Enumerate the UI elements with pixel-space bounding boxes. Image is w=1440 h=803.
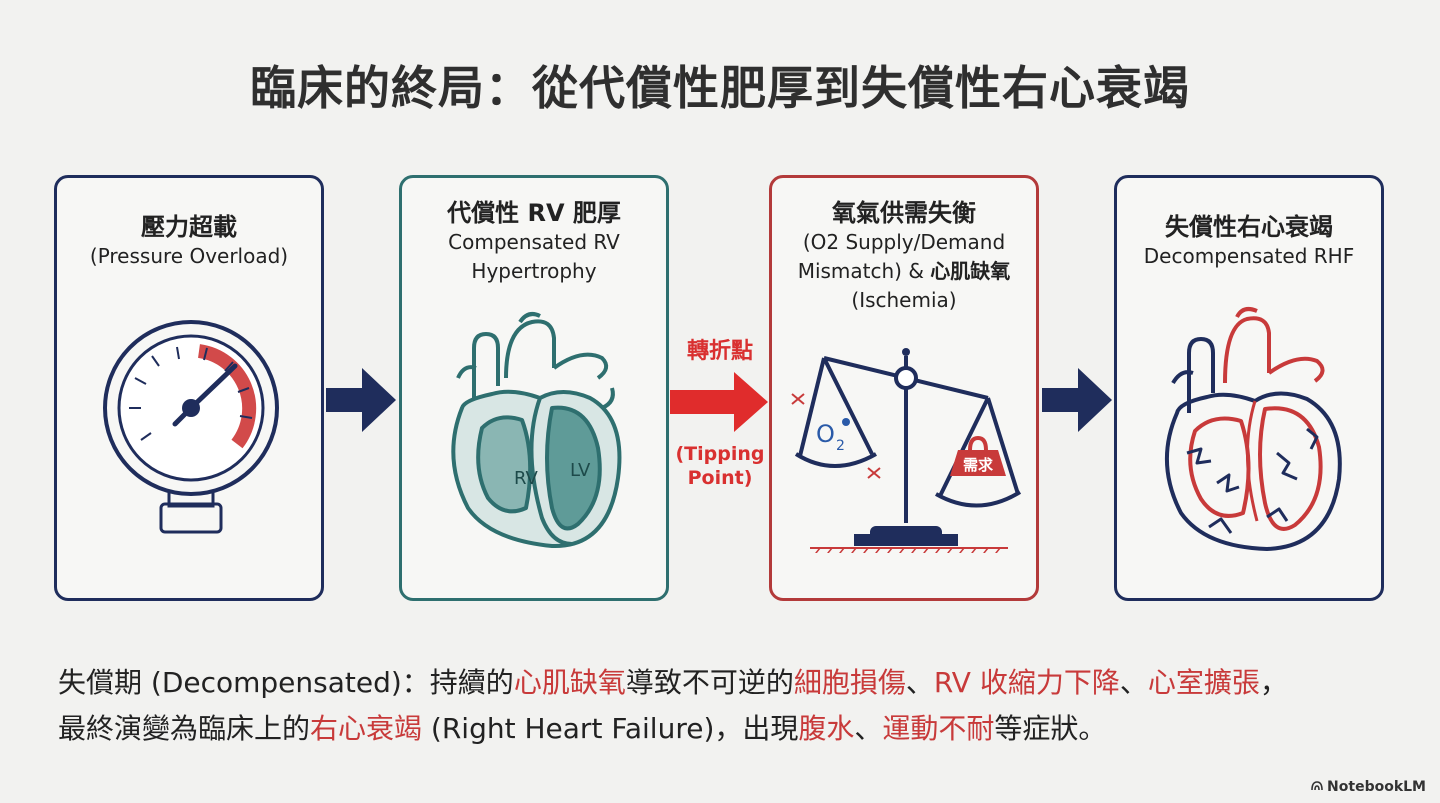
notebooklm-logo-icon	[1311, 781, 1323, 791]
summary-text: 、	[905, 666, 934, 699]
summary-highlight: RV 收縮力下降	[933, 666, 1120, 699]
card-subtitle: (Ischemia)	[851, 288, 957, 312]
summary-line-2: 最終演變為臨床上的右心衰竭 (Right Heart Failure)，出現腹水…	[58, 706, 1398, 752]
summary-highlight: 細胞損傷	[793, 666, 906, 699]
card-pressure-overload: 壓力超載 (Pressure Overload)	[54, 175, 324, 601]
summary-text: 失償期 (Decompensated)：持續的	[58, 666, 514, 699]
summary-highlight: 心室擴張	[1147, 666, 1260, 699]
rv-label: RV	[514, 468, 539, 489]
arrow-right-icon	[1042, 368, 1112, 432]
tipping-point-en-line2: Point)	[687, 467, 753, 489]
demand-label: 需求	[963, 456, 994, 474]
card-subtitle: (Pressure Overload)	[89, 244, 289, 268]
summary-text: 最終演變為臨床上的	[58, 712, 311, 745]
card-subtitle: (O2 Supply/Demand	[802, 230, 1006, 254]
card-subtitle: Compensated RV	[448, 230, 620, 254]
tipping-point-en-line1: (Tipping	[675, 443, 765, 465]
pressure-gauge-icon	[103, 320, 279, 534]
arrow-right-icon	[326, 368, 396, 432]
red-arrow-right-icon	[670, 372, 768, 432]
balance-scale-icon: O 2 需求	[791, 348, 1022, 553]
o2-subscript: 2	[836, 438, 845, 454]
o2-label: O	[816, 420, 835, 448]
summary-paragraph: 失償期 (Decompensated)：持續的心肌缺氧導致不可逆的細胞損傷、RV…	[58, 660, 1398, 752]
summary-highlight: 運動不耐	[882, 712, 995, 745]
card-compensated-hypertrophy: 代償性 RV 肥厚 Compensated RV Hypertrophy RV …	[399, 175, 669, 601]
summary-highlight: 心肌缺氧	[513, 666, 626, 699]
hypertrophied-heart-icon: RV LV	[451, 312, 622, 549]
page-title: 臨床的終局：從代償性肥厚到失償性右心衰竭	[250, 61, 1190, 115]
summary-text: 導致不可逆的	[625, 666, 794, 699]
lv-label: LV	[570, 460, 591, 481]
summary-text: 、	[854, 712, 883, 745]
summary-line-1: 失償期 (Decompensated)：持續的心肌缺氧導致不可逆的細胞損傷、RV…	[58, 660, 1398, 706]
summary-highlight: 腹水	[798, 712, 855, 745]
summary-text: 、	[1119, 666, 1148, 699]
card-title: 壓力超載	[141, 213, 237, 241]
summary-text: 等症狀。	[994, 712, 1107, 745]
tipping-point-label: 轉折點	[686, 339, 753, 364]
card-title: 失償性右心衰竭	[1165, 213, 1333, 241]
failing-heart-icon	[1164, 307, 1342, 551]
card-subtitle: Decompensated RHF	[1143, 244, 1355, 268]
notebooklm-brand: NotebookLM	[1311, 779, 1426, 795]
summary-text: (Right Heart Failure)，出現	[422, 712, 799, 745]
brand-label: NotebookLM	[1327, 779, 1426, 795]
card-decompensated-rhf: 失償性右心衰竭 Decompensated RHF	[1114, 175, 1384, 601]
card-title: 代償性 RV 肥厚	[447, 199, 621, 227]
card-title: 氧氣供需失衡	[832, 199, 976, 227]
summary-text: ，	[1259, 666, 1288, 699]
summary-highlight: 右心衰竭	[310, 712, 423, 745]
card-subtitle: Hypertrophy	[471, 259, 597, 283]
card-oxygen-mismatch: 氧氣供需失衡 (O2 Supply/Demand Mismatch) & 心肌缺…	[769, 175, 1039, 601]
card-subtitle-line2: Mismatch) & 心肌缺氧	[797, 259, 1011, 283]
